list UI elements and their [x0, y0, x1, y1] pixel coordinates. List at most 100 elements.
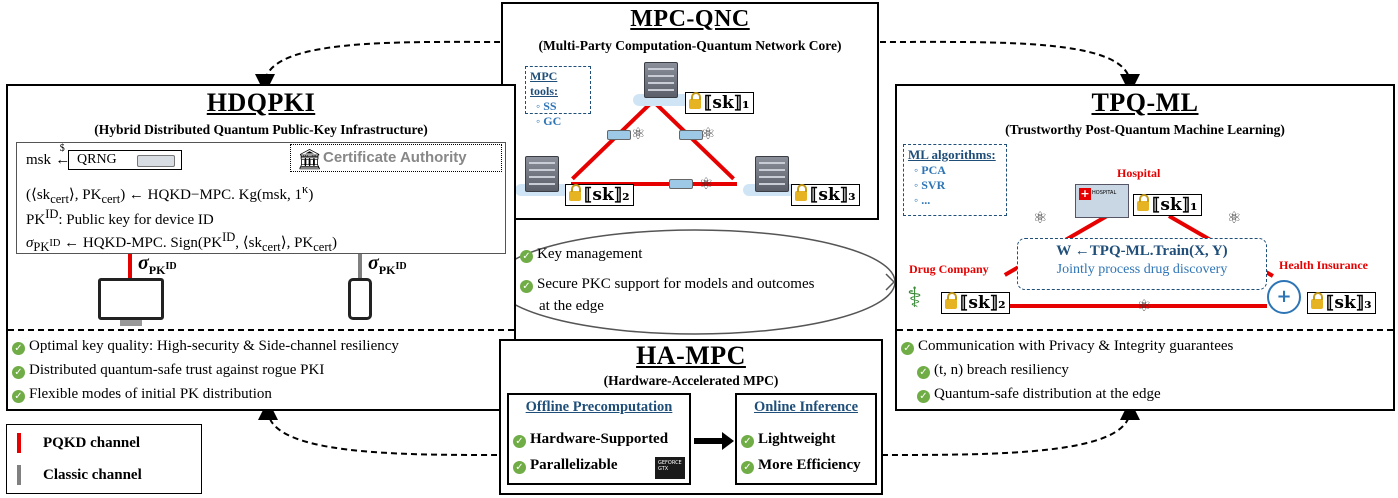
ml-algorithms-box: ML algorithms: ◦ PCA ◦ SVR ◦ ...	[903, 144, 1007, 216]
ml-algorithm-item: ◦ PCA	[914, 163, 946, 177]
sign-sub: cert	[313, 240, 332, 254]
hdqpki-benefit: ✓Distributed quantum-safe trust against …	[12, 362, 324, 379]
mpc-tool-item: ◦ SS	[536, 99, 557, 113]
mpc-qnc-subtitle: (Multi-Party Computation-Quantum Network…	[538, 38, 842, 53]
sigma-sup: ID	[395, 261, 407, 272]
mpc-qnc-box: MPC-QNC (Multi-Party Computation-Quantum…	[501, 2, 879, 220]
bank-icon: 🏛	[297, 147, 323, 171]
arrow-mpcqnc-to-hdqpki	[255, 40, 501, 94]
flow-arrow-icon	[694, 438, 724, 444]
relay-node	[607, 130, 631, 140]
key-share-label: ⟦sk⟧₂	[960, 293, 1006, 313]
offline-heading: Offline Precomputation	[525, 399, 673, 415]
pkid-definition: PKID: Public key for device ID	[26, 207, 214, 229]
atom-icon: ⚛	[1033, 208, 1048, 227]
lock-icon	[1311, 292, 1323, 309]
hdqpki-benefit: ✓Flexible modes of initial PK distributi…	[12, 386, 272, 403]
hospital-icon: + HOSPITAL	[1075, 184, 1129, 218]
sample-arrow: $←	[55, 143, 71, 168]
lock-icon	[689, 92, 701, 109]
benefit-text: Optimal key quality: High-security & Sid…	[29, 338, 399, 354]
middle-item-text: at the edge	[539, 298, 604, 314]
desktop-icon	[98, 278, 164, 320]
flow-arrowhead-icon	[722, 432, 734, 450]
atom-icon: ⚛	[701, 124, 716, 143]
key-share: ⟦sk⟧₃	[791, 184, 860, 206]
benefit-text: Flexible modes of initial PK distributio…	[29, 386, 272, 402]
hospital-label: Hospital	[1117, 166, 1161, 180]
key-share-label: ⟦sk⟧₃	[810, 185, 856, 205]
lock-icon	[1137, 194, 1149, 211]
lock-icon	[795, 184, 807, 201]
offline-item-text: Parallelizable	[530, 457, 618, 473]
arrow-mpcqnc-to-tpqml	[879, 40, 1140, 94]
relay-node	[669, 179, 693, 189]
middle-item-text: Key management	[537, 246, 643, 262]
check-icon: ✓	[901, 342, 914, 355]
hdqpki-formula-box	[16, 142, 506, 254]
pkid-part: PK	[26, 212, 46, 228]
benefit-text: Quantum-safe distribution at the edge	[934, 386, 1161, 402]
hdqpki-box: HDQPKI (Hybrid Distributed Quantum Publi…	[6, 84, 516, 411]
pkid-part: : Public key for device ID	[58, 212, 214, 228]
hdqpki-title: HDQPKI	[206, 88, 316, 117]
hdqpki-divider	[8, 329, 514, 331]
offline-item: ✓Hardware-Supported	[513, 431, 668, 448]
key-share-label: ⟦sk⟧₁	[704, 93, 750, 113]
atom-icon: ⚛	[631, 124, 646, 143]
online-item-text: More Efficiency	[758, 457, 861, 473]
benefit-text: Distributed quantum-safe trust against r…	[29, 362, 325, 378]
key-share: ⟦sk⟧₁	[685, 92, 754, 114]
sign-part: )	[331, 235, 337, 251]
legend: PQKD channel Classic channel	[6, 424, 202, 494]
hdqpki-subtitle: (Hybrid Distributed Quantum Public-Key I…	[94, 122, 428, 137]
offline-box: Offline Precomputation ✓Hardware-Support…	[507, 393, 691, 485]
key-share-label: ⟦sk⟧₂	[584, 185, 630, 205]
check-icon: ✓	[741, 435, 754, 448]
sigma-label-phone: σPKID	[368, 252, 407, 278]
legend-classic-label: Classic channel	[43, 467, 142, 483]
online-item: ✓ More Efficiency	[741, 457, 861, 474]
mpc-qnc-title: MPC-QNC	[630, 6, 750, 32]
kg-sup: κ	[302, 182, 309, 196]
hospital-sign: HOSPITAL	[1092, 190, 1117, 196]
pqkd-channel-line	[128, 254, 132, 278]
legend-pqkd-swatch	[17, 433, 21, 453]
ml-algorithm-item: ◦ ...	[914, 193, 931, 207]
legend-pqkd-label: PQKD channel	[43, 435, 141, 451]
ha-mpc-subtitle: (Hardware-Accelerated MPC)	[603, 373, 779, 388]
qrng-label: QRNG	[77, 152, 117, 167]
pqkd-link	[571, 182, 737, 186]
tpq-ml-benefit: ✓Quantum-safe distribution at the edge	[917, 386, 1161, 403]
middle-item: ✓Key management	[520, 246, 642, 263]
online-heading: Online Inference	[753, 399, 859, 415]
hdqpki-benefit: ✓Optimal key quality: High-security & Si…	[12, 338, 399, 355]
tpq-ml-benefit: ✓(t, n) breach resiliency	[917, 362, 1069, 379]
sigma-sub: PK	[378, 263, 396, 277]
check-icon: ✓	[741, 461, 754, 474]
sigma-label-desktop: σPKID	[138, 252, 177, 278]
atom-icon: ⚛	[1137, 296, 1152, 315]
classic-channel-line	[358, 254, 362, 278]
pharmacy-icon: ⚕	[907, 281, 923, 314]
key-share-label: ⟦sk⟧₁	[1152, 195, 1198, 215]
sign-sub: PK	[33, 240, 50, 254]
kg-sub: cert	[50, 192, 69, 206]
key-share: ⟦sk⟧₁	[1133, 194, 1202, 216]
sign-part: ← HQKD-MPC. Sign(PK	[60, 235, 223, 251]
sign-part: ⟩, PK	[280, 235, 314, 251]
pqkd-link	[1007, 304, 1267, 308]
atom-icon: ⚛	[699, 174, 714, 193]
mpc-tool-item: ◦ GC	[536, 114, 562, 128]
ca-label: Certificate Authority	[323, 149, 467, 166]
ha-mpc-box: HA-MPC (Hardware-Accelerated MPC) Offlin…	[499, 339, 883, 495]
middle-item-cont: at the edge	[539, 298, 604, 315]
key-share: ⟦sk⟧₂	[565, 184, 634, 206]
sign-part: , ⟨sk	[235, 235, 262, 251]
kg-part: )	[308, 187, 314, 203]
benefit-text: Communication with Privacy & Integrity g…	[918, 338, 1234, 354]
desktop-stand	[120, 320, 142, 326]
sign-sup: ID	[222, 230, 236, 244]
mpc-tools-box: MPC tools: ◦ SS ◦ GC	[525, 66, 591, 128]
middle-item-text: Secure PKC support for models and outcom…	[537, 276, 815, 292]
